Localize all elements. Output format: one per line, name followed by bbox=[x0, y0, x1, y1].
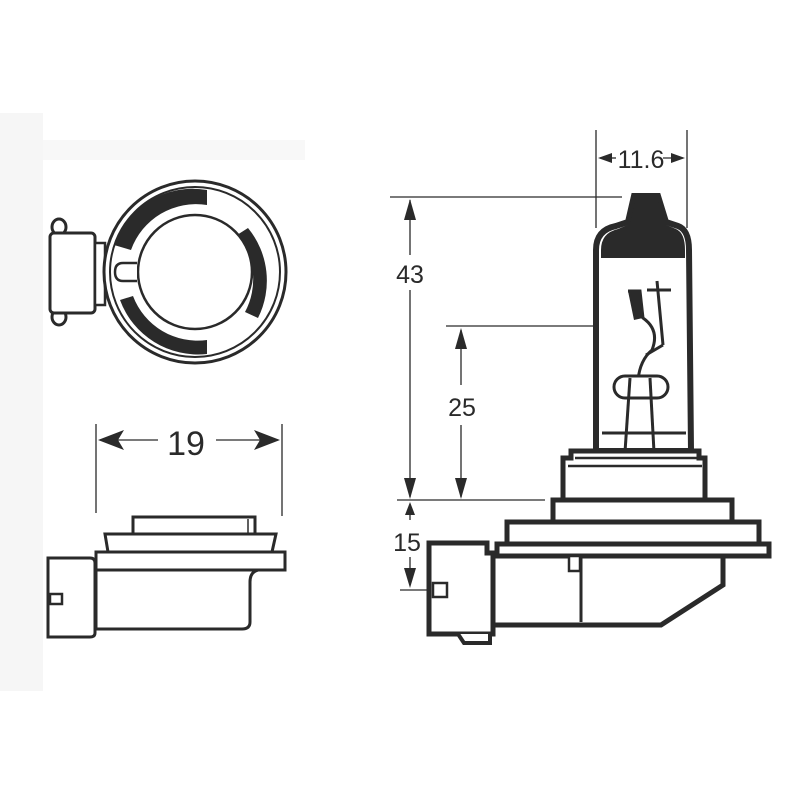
dimension-label-43: 43 bbox=[396, 261, 424, 289]
end-view-connector bbox=[48, 217, 107, 327]
side-view-body bbox=[46, 515, 287, 639]
end-view bbox=[48, 179, 288, 365]
glass-tip bbox=[601, 197, 685, 258]
dimension-label-19: 19 bbox=[167, 425, 205, 463]
locking-tabs bbox=[114, 188, 267, 355]
background-panels bbox=[0, 113, 305, 691]
dimension-label-11-6: 11.6 bbox=[618, 146, 665, 174]
front-view: 11.6 43 25 15 bbox=[390, 130, 772, 645]
outer-ring-inner bbox=[109, 186, 281, 358]
dimension-19 bbox=[95, 424, 283, 516]
glass-envelope bbox=[593, 193, 695, 454]
inner-bore bbox=[136, 213, 254, 331]
bulb-base bbox=[494, 448, 772, 559]
dimension-label-25: 25 bbox=[448, 394, 476, 422]
key-notch bbox=[113, 261, 137, 283]
dimension-label-15: 15 bbox=[393, 529, 421, 557]
filament bbox=[612, 280, 671, 453]
connector-housing bbox=[426, 540, 726, 645]
side-view: 19 bbox=[46, 424, 287, 639]
